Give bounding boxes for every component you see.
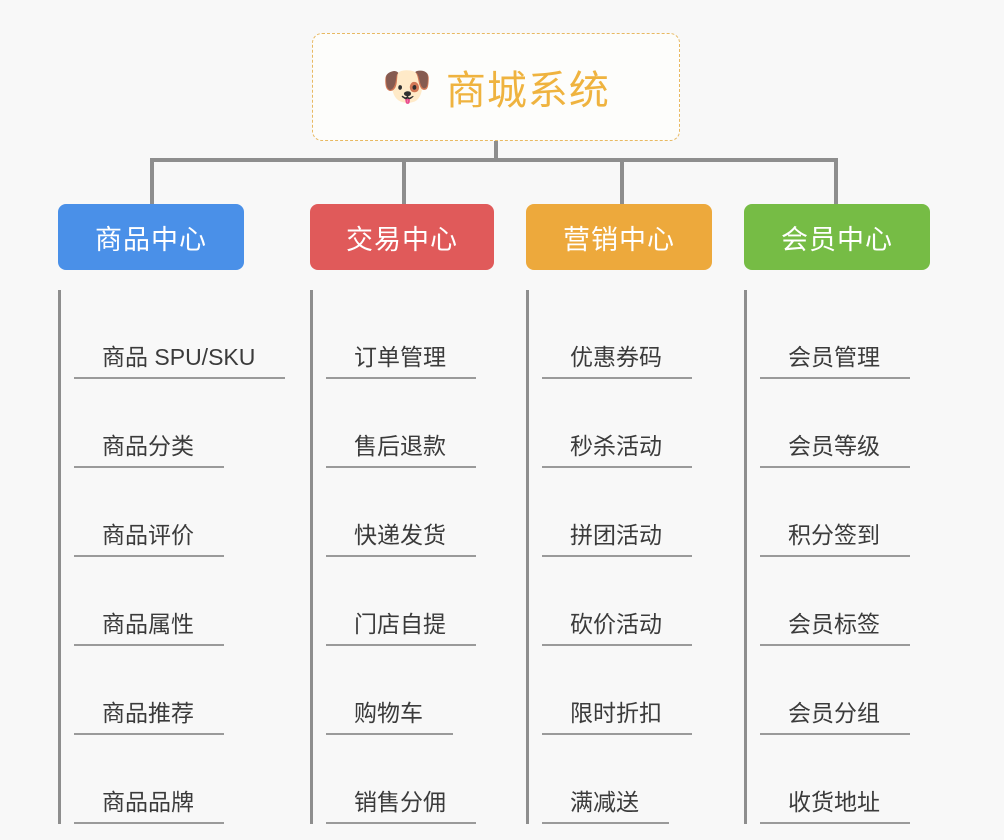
leaf-label: 商品品牌 xyxy=(74,789,224,824)
connector-drop-3 xyxy=(620,158,624,206)
leaf-label: 商品 SPU/SKU xyxy=(74,344,286,379)
leaf-label: 限时折扣 xyxy=(542,700,692,735)
leaf-list-marketing-center: 优惠券码 秒杀活动 拼团活动 砍价活动 限时折扣 满减送 xyxy=(526,290,712,824)
root-node[interactable]: 🐶 商城系统 xyxy=(312,33,680,141)
leaf-list-product-center: 商品 SPU/SKU 商品分类 商品评价 商品属性 商品推荐 商品品牌 xyxy=(58,290,286,824)
leaf-item[interactable]: 会员分组 xyxy=(760,646,930,735)
category-header-product-center[interactable]: 商品中心 xyxy=(58,204,244,270)
dog-face-icon: 🐶 xyxy=(382,65,432,109)
category-header-marketing-center[interactable]: 营销中心 xyxy=(526,204,712,270)
leaf-label: 积分签到 xyxy=(760,522,910,557)
leaf-item[interactable]: 会员标签 xyxy=(760,557,930,646)
leaf-label: 商品评价 xyxy=(74,522,224,557)
leaf-item[interactable]: 商品品牌 xyxy=(74,735,244,824)
leaf-label: 拼团活动 xyxy=(542,522,692,557)
leaf-label: 会员分组 xyxy=(760,700,910,735)
leaf-item[interactable]: 会员管理 xyxy=(760,290,930,379)
leaf-label: 商品推荐 xyxy=(74,700,224,735)
leaf-item[interactable]: 秒杀活动 xyxy=(542,379,712,468)
leaf-list-trade-center: 订单管理 售后退款 快递发货 门店自提 购物车 销售分佣 xyxy=(310,290,494,824)
leaf-item[interactable]: 限时折扣 xyxy=(542,646,712,735)
leaf-item[interactable]: 商品分类 xyxy=(74,379,244,468)
leaf-label: 会员标签 xyxy=(760,611,910,646)
category-header-trade-center[interactable]: 交易中心 xyxy=(310,204,494,270)
leaf-item[interactable]: 门店自提 xyxy=(326,557,494,646)
column-trade-center: 交易中心 订单管理 售后退款 快递发货 门店自提 购物车 销售分佣 xyxy=(310,204,494,824)
leaf-item[interactable]: 销售分佣 xyxy=(326,735,494,824)
leaf-label: 售后退款 xyxy=(326,433,476,468)
leaf-label: 会员管理 xyxy=(760,344,910,379)
connector-drop-1 xyxy=(150,158,154,206)
leaf-label: 收货地址 xyxy=(760,789,910,824)
leaf-item[interactable]: 拼团活动 xyxy=(542,468,712,557)
leaf-label: 快递发货 xyxy=(326,522,476,557)
category-title: 会员中心 xyxy=(781,224,893,255)
leaf-item[interactable]: 商品属性 xyxy=(74,557,244,646)
connector-horizontal-bus xyxy=(150,158,838,162)
leaf-item[interactable]: 砍价活动 xyxy=(542,557,712,646)
leaf-item[interactable]: 收货地址 xyxy=(760,735,930,824)
connector-root-stem xyxy=(494,141,498,162)
leaf-item[interactable]: 订单管理 xyxy=(326,290,494,379)
column-member-center: 会员中心 会员管理 会员等级 积分签到 会员标签 会员分组 收货地址 xyxy=(744,204,930,824)
leaf-item[interactable]: 快递发货 xyxy=(326,468,494,557)
leaf-item[interactable]: 售后退款 xyxy=(326,379,494,468)
root-title: 商城系统 xyxy=(445,69,610,113)
leaf-item[interactable]: 商品 SPU/SKU xyxy=(74,290,286,379)
leaf-item[interactable]: 商品推荐 xyxy=(74,646,244,735)
leaf-item[interactable]: 商品评价 xyxy=(74,468,244,557)
leaf-item[interactable]: 购物车 xyxy=(326,646,494,735)
leaf-item[interactable]: 满减送 xyxy=(542,735,712,824)
category-header-member-center[interactable]: 会员中心 xyxy=(744,204,930,270)
leaf-label: 砍价活动 xyxy=(542,611,692,646)
leaf-label: 秒杀活动 xyxy=(542,433,692,468)
connector-drop-2 xyxy=(402,158,406,206)
connector-drop-4 xyxy=(834,158,838,206)
category-title: 商品中心 xyxy=(95,224,207,255)
leaf-item[interactable]: 会员等级 xyxy=(760,379,930,468)
leaf-list-member-center: 会员管理 会员等级 积分签到 会员标签 会员分组 收货地址 xyxy=(744,290,930,824)
leaf-label: 满减送 xyxy=(542,789,669,824)
leaf-label: 门店自提 xyxy=(326,611,476,646)
leaf-label: 购物车 xyxy=(326,700,453,735)
leaf-label: 会员等级 xyxy=(760,433,910,468)
leaf-label: 优惠券码 xyxy=(542,344,692,379)
leaf-label: 订单管理 xyxy=(326,344,476,379)
leaf-item[interactable]: 积分签到 xyxy=(760,468,930,557)
leaf-item[interactable]: 优惠券码 xyxy=(542,290,712,379)
leaf-label: 销售分佣 xyxy=(326,789,476,824)
column-marketing-center: 营销中心 优惠券码 秒杀活动 拼团活动 砍价活动 限时折扣 满减送 xyxy=(526,204,712,824)
column-product-center: 商品中心 商品 SPU/SKU 商品分类 商品评价 商品属性 商品推荐 商品品牌 xyxy=(58,204,286,824)
category-title: 营销中心 xyxy=(563,224,675,255)
leaf-label: 商品属性 xyxy=(74,611,224,646)
category-title: 交易中心 xyxy=(346,224,458,255)
leaf-label: 商品分类 xyxy=(74,433,224,468)
